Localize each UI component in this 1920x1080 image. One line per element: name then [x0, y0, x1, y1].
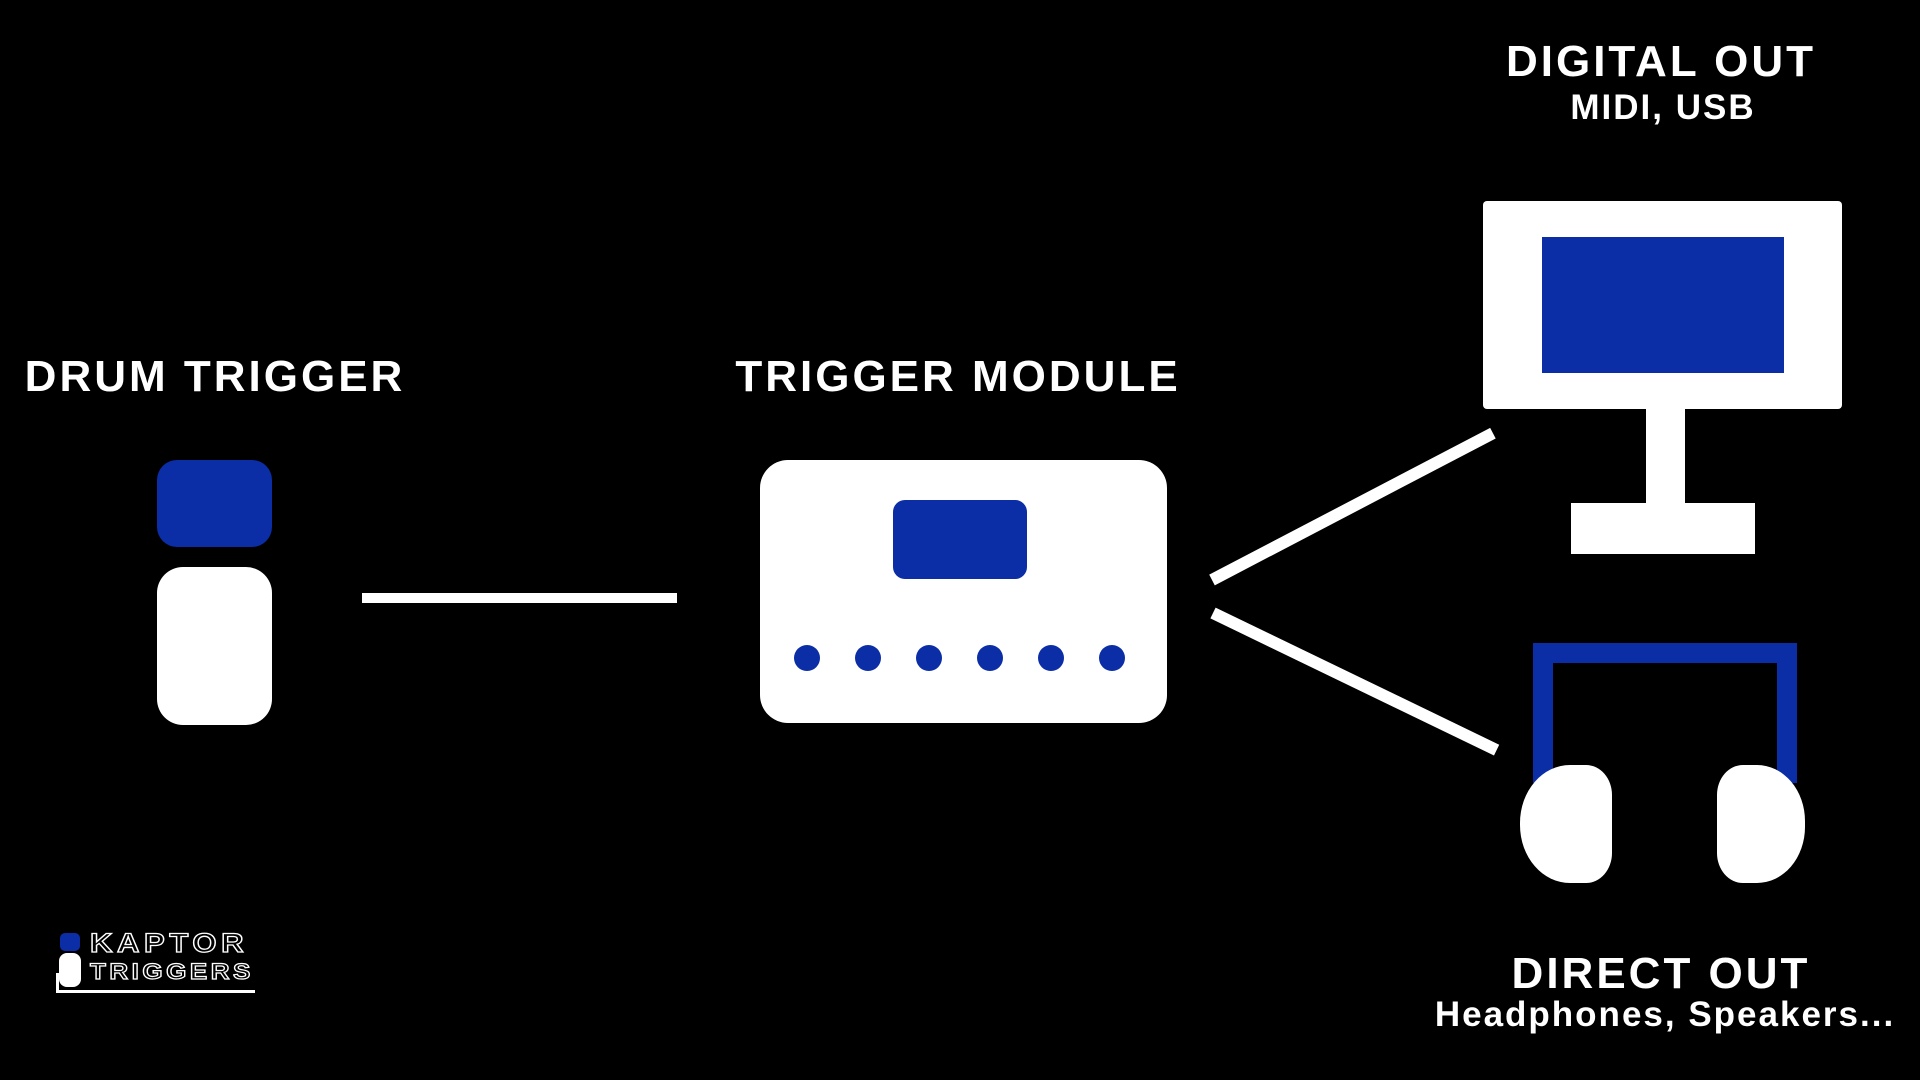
headphones-band — [1533, 643, 1797, 783]
monitor-stand — [1646, 409, 1685, 504]
direct-out-label: DIRECT OUT — [1511, 949, 1811, 998]
digital-out-sublabel: MIDI, USB — [1570, 88, 1756, 127]
module-knob-dot — [1038, 645, 1064, 671]
monitor-screen — [1542, 237, 1784, 373]
connector-module-to-digital-out — [1209, 427, 1496, 586]
logo-brand-name: KAPTOR — [89, 928, 249, 958]
connector-module-to-direct-out — [1210, 607, 1500, 756]
drum-trigger-icon-body — [157, 567, 272, 725]
logo-trigger-body-icon — [59, 953, 81, 987]
trigger-module-screen — [893, 500, 1027, 579]
module-knob-dot — [794, 645, 820, 671]
drum-trigger-label: DRUM TRIGGER — [24, 352, 406, 401]
module-knob-dot — [916, 645, 942, 671]
trigger-module-label: TRIGGER MODULE — [735, 352, 1181, 401]
logo-product-name: TRIGGERS — [89, 959, 254, 984]
headphones-left-earcup — [1520, 765, 1612, 883]
logo-underline — [56, 973, 255, 993]
direct-out-sublabel: Headphones, Speakers... — [1434, 995, 1896, 1034]
digital-out-label: DIGITAL OUT — [1505, 37, 1817, 86]
module-knob-dot — [855, 645, 881, 671]
connector-trigger-to-module — [362, 593, 677, 603]
logo-trigger-head-icon — [60, 933, 80, 951]
module-knob-dot — [1099, 645, 1125, 671]
monitor-base — [1571, 503, 1755, 554]
headphones-right-earcup — [1717, 765, 1805, 883]
module-knob-dot — [977, 645, 1003, 671]
drum-trigger-icon-head — [157, 460, 272, 547]
